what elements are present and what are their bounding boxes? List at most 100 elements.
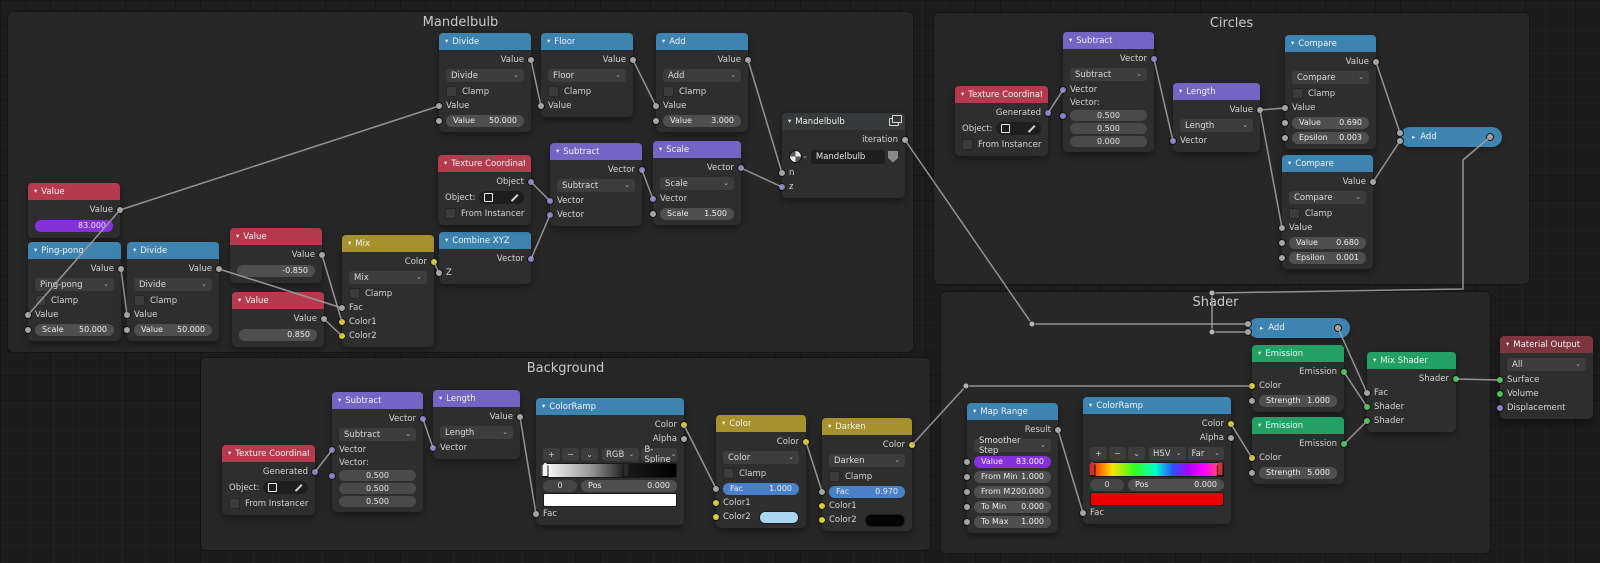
colornode-color-socket[interactable] [802, 438, 810, 446]
colorrampB-color-socket[interactable] [680, 421, 688, 429]
ramp-tool-button[interactable]: − [562, 448, 579, 461]
group-name-input[interactable]: Mandelbulb [810, 149, 885, 164]
node-header[interactable]: ▾Mix Shader [1367, 352, 1456, 369]
object-input[interactable] [995, 122, 1041, 135]
stop-index-field[interactable]: 0 [543, 479, 577, 492]
checkbox[interactable] [548, 86, 559, 97]
pingpong-scale-socket[interactable] [24, 325, 32, 334]
operation-select[interactable]: Length⌄ [440, 426, 513, 439]
ramp-tool-button[interactable]: + [543, 448, 560, 461]
node-header[interactable]: ▾Ping-pong [28, 242, 121, 259]
colornode-color1-socket[interactable] [712, 499, 720, 507]
interpolation-select[interactable]: Far⌄ [1187, 447, 1224, 460]
subtractM-vector-socket[interactable] [638, 166, 646, 174]
ramp-tool-button[interactable]: − [1109, 447, 1126, 460]
mandelbulb-iteration-socket[interactable] [901, 136, 909, 144]
mixshader-shader-socket[interactable] [1452, 375, 1460, 383]
compare2-epsilon-socket[interactable] [1278, 253, 1286, 262]
mandelbulb-z-socket[interactable] [778, 183, 786, 191]
mix-color-socket[interactable] [430, 258, 438, 266]
eyedropper-icon[interactable] [510, 193, 519, 202]
lengthC-value-socket[interactable] [1256, 106, 1264, 114]
vector-component-field[interactable]: 0.500 [339, 470, 416, 481]
color-mode-select[interactable]: HSV⌄ [1149, 447, 1186, 460]
mixshader-shader-socket[interactable] [1363, 417, 1371, 425]
darken-color1-socket[interactable] [818, 502, 826, 510]
divideM-value-socket[interactable] [435, 102, 443, 110]
operation-select[interactable]: Subtract⌄ [339, 428, 416, 441]
lengthC-vector-socket[interactable] [1169, 137, 1177, 145]
operation-select[interactable]: Divide⌄ [446, 69, 524, 82]
object-input[interactable] [262, 481, 308, 494]
valuePos-value-socket[interactable] [320, 315, 328, 323]
addS-output-socket[interactable] [1334, 324, 1342, 332]
color-swatch[interactable] [1090, 492, 1224, 506]
compare1-value-socket[interactable] [1281, 118, 1289, 127]
maprange-to min-socket[interactable] [963, 502, 971, 511]
vector-component-field[interactable]: 0.000 [1070, 136, 1147, 147]
operation-select[interactable]: Mix⌄ [349, 271, 427, 284]
ramp-tool-button[interactable]: + [1090, 447, 1107, 460]
mixshader-fac-socket[interactable] [1363, 389, 1371, 397]
colorrampB-alpha-socket[interactable] [680, 435, 688, 443]
operation-select[interactable]: Darken⌄ [829, 454, 905, 467]
colorrampB-fac-socket[interactable] [532, 510, 540, 518]
texcoordB-generated-socket[interactable] [311, 468, 319, 476]
maprange-value-socket[interactable] [963, 457, 971, 466]
ramp-stop-handle[interactable] [541, 462, 549, 477]
node-header[interactable]: ▾Subtract [332, 392, 423, 409]
node-header[interactable]: ▾Add [656, 33, 748, 50]
checkbox[interactable] [829, 471, 840, 482]
node-header[interactable]: ▾ColorRamp [536, 398, 684, 415]
checkbox[interactable] [349, 288, 360, 299]
node-header[interactable]: ▾Color [716, 415, 806, 432]
checkbox[interactable] [229, 498, 240, 509]
checkbox[interactable] [446, 86, 457, 97]
node-header[interactable]: ▾Emission [1252, 417, 1344, 434]
divideB-value-socket[interactable] [123, 325, 131, 334]
node-header[interactable]: ▾Texture Coordinate [438, 155, 531, 172]
number-field[interactable]: 83.000 [35, 219, 113, 232]
emission1-strength-socket[interactable] [1248, 396, 1256, 405]
subtractC-vector-socket[interactable] [1150, 55, 1158, 63]
subtractB-vector-socket[interactable] [419, 415, 427, 423]
node-header[interactable]: ▾Subtract [550, 143, 642, 160]
operation-select[interactable]: Divide⌄ [134, 278, 212, 291]
combinexyz-vector-socket[interactable] [527, 255, 535, 263]
addS-input-socket[interactable] [1244, 320, 1252, 328]
node-header[interactable]: ▾Value [28, 183, 120, 200]
operation-select[interactable]: Floor⌄ [548, 69, 626, 82]
operation-select[interactable]: Scale⌄ [660, 177, 734, 190]
color-swatch[interactable] [543, 493, 677, 507]
emission2-emission-socket[interactable] [1340, 440, 1348, 448]
node-header[interactable]: ▾Divide [439, 33, 531, 50]
ramp-tool-button[interactable]: ⌄ [1128, 447, 1145, 460]
object-input[interactable] [478, 191, 524, 204]
operation-select[interactable]: Ping-pong⌄ [35, 278, 114, 291]
pingpong-value-socket[interactable] [24, 311, 32, 319]
floor-value-socket[interactable] [629, 56, 637, 64]
valueNeg-value-socket[interactable] [318, 251, 326, 259]
